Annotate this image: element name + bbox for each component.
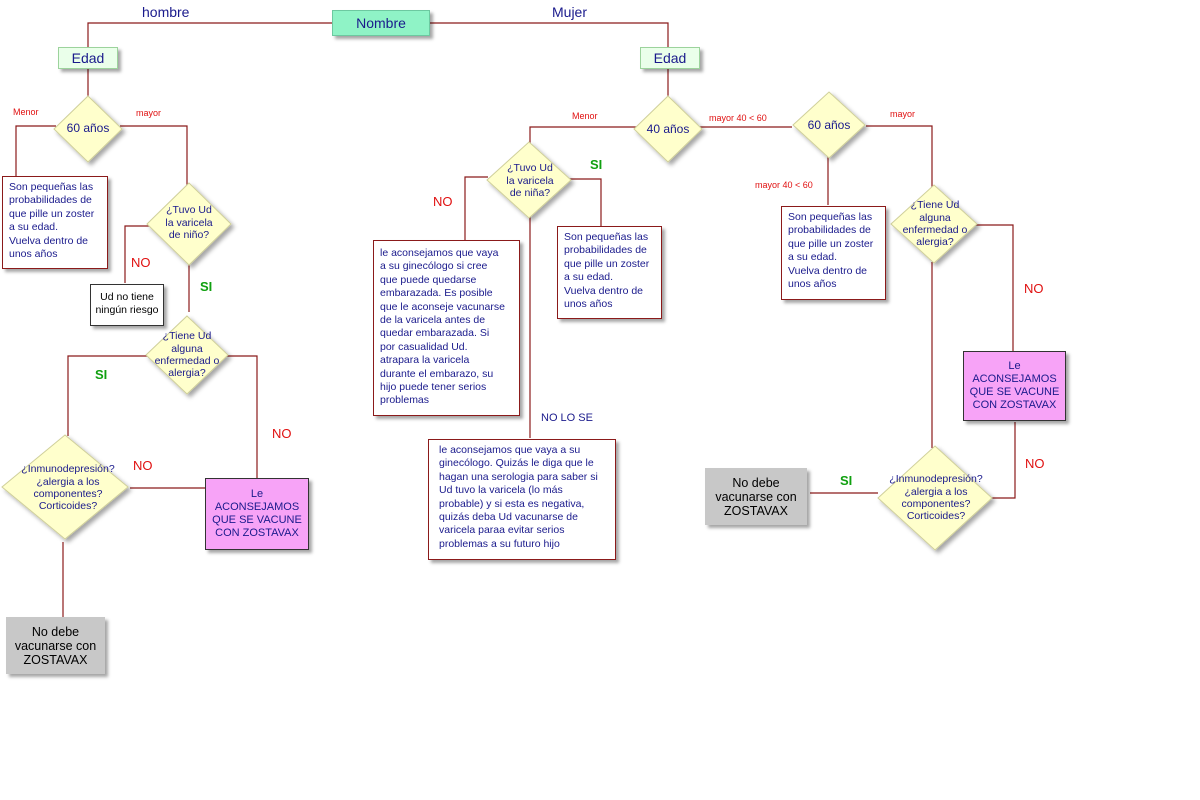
male-no-vaccine-box: No debe vacunarse con ZOSTAVAX: [6, 617, 105, 674]
male-age-diamond: [53, 95, 123, 163]
female-no-label: NO: [433, 194, 453, 209]
female-mayor-40-60-label-b: mayor 40 < 60: [755, 180, 813, 190]
gender-female-label: Mujer: [552, 4, 588, 20]
decision-diamonds: [1, 91, 993, 551]
male-enfermedad-text: ¿Tiene Ud alguna enfermedad o alergia?: [154, 330, 220, 380]
male-mayor-label: mayor: [136, 108, 162, 118]
female-mayor-40-60-label: mayor 40 < 60: [709, 113, 767, 123]
female-no-enfermedad-label: NO: [1024, 281, 1044, 296]
female-enfermedad-diamond: [890, 184, 978, 264]
female-varicela-text: ¿Tuvo Ud la varicela de niña?: [506, 162, 554, 200]
female-si-inmuno-label: SI: [840, 473, 853, 488]
female-menor-label: Menor: [572, 111, 598, 121]
male-edad-box: Edad: [58, 47, 118, 69]
female-no-inmuno-label: NO: [1025, 456, 1045, 471]
female-age-text: 40 años: [646, 121, 690, 136]
female-low-prob-box-1: Son pequeñas las probabilidades de que p…: [557, 226, 662, 319]
female-no-lo-se-label: NO LO SE: [541, 412, 593, 424]
female-age60-diamond: [792, 91, 866, 159]
male-vaccinate-box: Le ACONSEJAMOS QUE SE VACUNE CON ZOSTAVA…: [205, 478, 309, 550]
gender-male-label: hombre: [142, 4, 190, 20]
connector-lines: [15, 22, 1016, 618]
male-no-enfermedad-label: NO: [272, 426, 292, 441]
male-si-varicela-label: SI: [200, 279, 213, 294]
male-low-prob-box: Son pequeñas las probabilidades de que p…: [2, 176, 108, 269]
male-varicela-text: ¿Tuvo Ud la varicela de niño?: [165, 204, 213, 242]
male-inmuno-diamond: [1, 434, 129, 540]
female-enfermedad-text: ¿Tiene Ud alguna enfermedad o alergia?: [902, 199, 968, 249]
female-age60-text: 60 años: [807, 117, 851, 132]
female-no-vaccine-box: No debe vacunarse con ZOSTAVAX: [705, 468, 807, 525]
female-edad-box: Edad: [640, 47, 700, 69]
male-no-inmuno-label: NO: [133, 458, 153, 473]
female-gyneco-box: le aconsejamos que vaya a su ginecólogo …: [373, 240, 520, 416]
male-varicela-diamond: [146, 182, 232, 266]
title-box: Nombre: [332, 10, 430, 36]
male-si-enfermedad-label: SI: [95, 367, 108, 382]
female-vaccinate-box: Le ACONSEJAMOS QUE SE VACUNE CON ZOSTAVA…: [963, 351, 1066, 421]
female-age-diamond: [633, 95, 703, 163]
female-inmuno-diamond: [877, 445, 993, 551]
female-si-label: SI: [590, 157, 603, 172]
male-no-risk-box: Ud no tiene ningún riesgo: [90, 284, 164, 326]
male-enfermedad-diamond: [145, 315, 229, 395]
female-mayor-label: mayor: [890, 109, 916, 119]
female-low-prob-box-2: Son pequeñas las probabilidades de que p…: [781, 206, 886, 300]
male-age-text: 60 años: [66, 120, 110, 135]
female-serology-box: le aconsejamos que vaya a su ginecólogo.…: [428, 439, 616, 560]
female-varicela-diamond: [486, 141, 572, 219]
female-inmuno-text: ¿Inmunodepresión? ¿alergia a los compone…: [889, 473, 983, 523]
male-inmuno-text: ¿Inmunodepresión? ¿alergia a los compone…: [21, 463, 115, 513]
male-no-varicela-label: NO: [131, 255, 151, 270]
male-menor-label: Menor: [13, 107, 39, 117]
